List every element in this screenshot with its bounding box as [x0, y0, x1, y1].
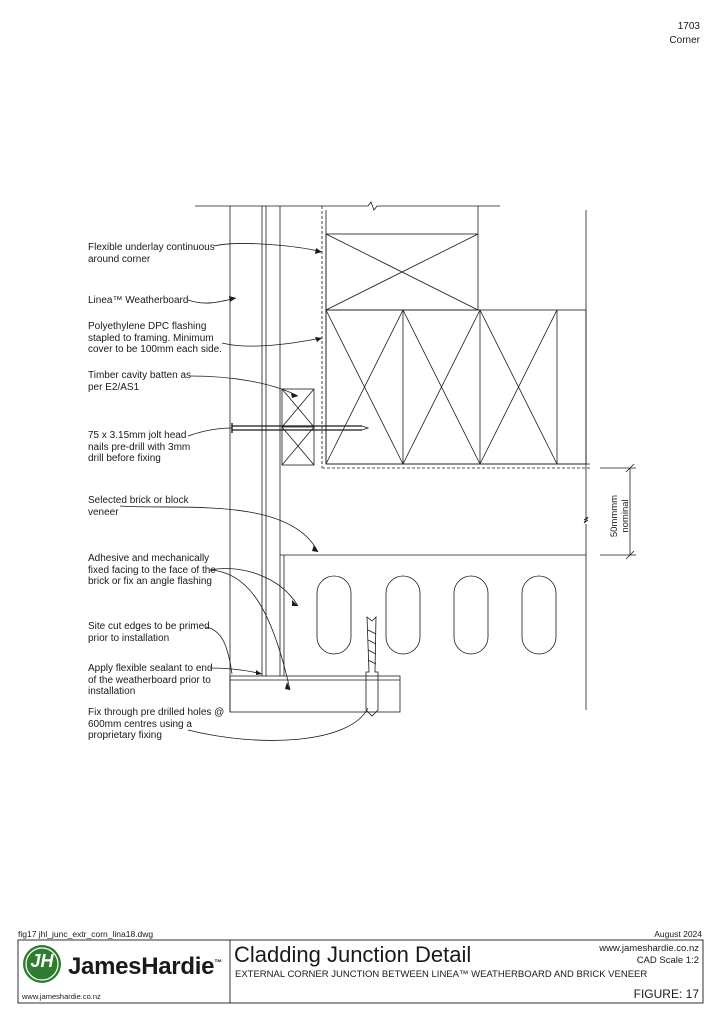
figure-category: Corner — [669, 35, 700, 46]
note-fixing: Fix through pre drilled holes @ 600mm ce… — [88, 707, 225, 741]
dimension-label: 50mmmm nominal — [609, 486, 631, 546]
leader-brick — [119, 505, 319, 553]
leader-facing-b — [209, 569, 291, 691]
title-block-frame — [17, 939, 704, 1004]
note-brick-veneer: Selected brick or block veneer — [88, 495, 189, 518]
note-jolt-head-nails: 75 x 3.15mm jolt head nails pre-drill wi… — [88, 430, 191, 464]
leader-dpc — [221, 337, 323, 347]
stud-framing — [325, 309, 587, 465]
cad-scale: CAD Scale 1:2 — [636, 955, 699, 966]
jameshardie-logo-mark — [23, 945, 61, 983]
website-link[interactable]: www.jameshardie.co.nz — [599, 943, 699, 954]
brick-core-1 — [316, 575, 352, 655]
dimension-line1: 50mmmm — [609, 494, 620, 538]
brick-core-4 — [521, 575, 557, 655]
brick-core-3 — [453, 575, 489, 655]
leader-facing-a — [209, 568, 299, 607]
drawing-date: August 2024 — [654, 929, 702, 939]
note-cut-edges: Site cut edges to be primed prior to ins… — [88, 621, 210, 644]
drawing-filename: fig17 jhl_junc_extr_corn_lina18.dwg — [18, 929, 154, 939]
drawing-subtitle: EXTERNAL CORNER JUNCTION BETWEEN LINEA™ … — [235, 969, 648, 980]
leader-underlay — [213, 243, 323, 253]
leader-cut-edges — [205, 626, 233, 675]
brick-core-2 — [385, 575, 421, 655]
note-facing: Adhesive and mechanically fixed facing t… — [88, 553, 216, 587]
leader-fixing — [187, 707, 369, 741]
note-cavity-batten: Timber cavity batten as per E2/AS1 — [88, 370, 192, 393]
facing-flashing — [229, 675, 401, 713]
leader-weatherboard — [187, 297, 237, 304]
note-weatherboard: Linea™ Weatherboard — [88, 295, 189, 306]
footer-website[interactable]: www.jameshardie.co.nz — [22, 992, 101, 1001]
leader-nail — [187, 427, 233, 437]
brand-wordmark: JamesHardie™ — [68, 953, 222, 980]
leader-batten — [189, 375, 299, 397]
figure-number: FIGURE: 17 — [633, 987, 699, 1001]
dimension-line2: nominal — [620, 499, 631, 533]
break-symbol — [367, 201, 378, 211]
drawing-title: Cladding Junction Detail — [234, 942, 472, 967]
note-sealant: Apply flexible sealant to end of the wea… — [88, 663, 213, 697]
note-dpc-flashing: Polyethylene DPC flashing stapled to fra… — [88, 321, 222, 355]
note-underlay: Flexible underlay continuous around corn… — [88, 242, 215, 265]
figure-code: 1703 — [677, 21, 700, 32]
leader-sealant — [209, 667, 263, 675]
logo-letters: JH — [30, 951, 54, 971]
proprietary-fixing — [365, 616, 379, 717]
